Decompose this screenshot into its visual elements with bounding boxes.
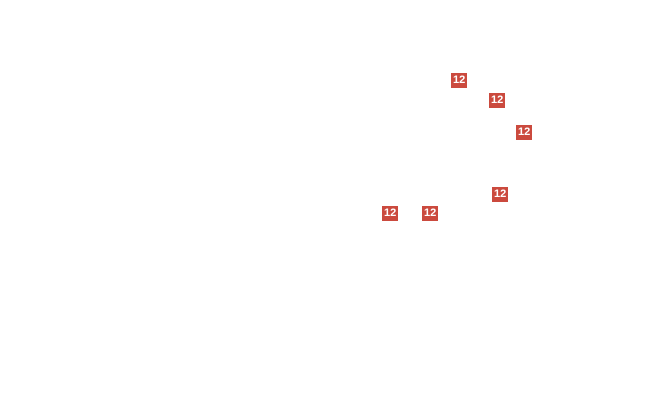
callout-badge[interactable]: 12 — [492, 187, 509, 202]
callout-label: 12 — [491, 94, 504, 106]
callout-label: 12 — [494, 188, 507, 200]
callout-badge[interactable]: 12 — [422, 206, 439, 221]
callout-label: 12 — [453, 74, 466, 86]
callout-label: 12 — [518, 126, 531, 138]
callout-badge[interactable]: 12 — [382, 206, 399, 221]
callout-badge[interactable]: 12 — [451, 73, 468, 88]
callout-badge[interactable]: 12 — [489, 93, 506, 108]
callout-label: 12 — [384, 207, 397, 219]
callout-badge[interactable]: 12 — [516, 125, 533, 140]
callout-label: 12 — [424, 207, 437, 219]
